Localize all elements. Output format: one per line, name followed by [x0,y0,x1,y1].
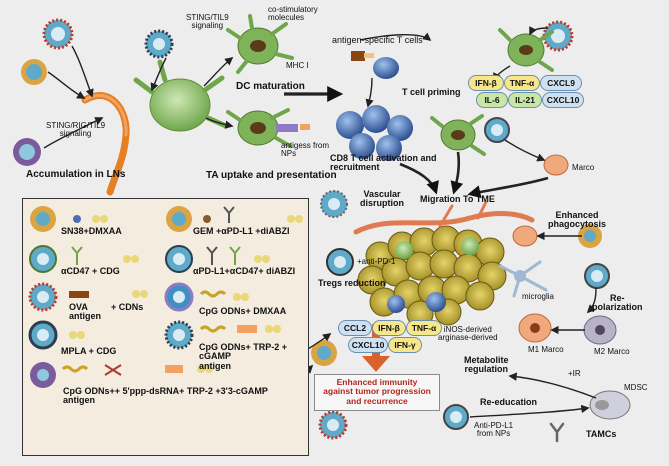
macrophage-icon [543,154,569,176]
cd8-label: CD8 T cell activation and recruitment [330,153,437,173]
antibody-icon [549,422,565,443]
cytokine-cxcl10: CXCL10 [542,92,584,108]
t-priming-label: T cell priming [402,87,461,97]
legend-item-4: αPD-L1+αCD47+ diABZI [193,266,296,276]
mdsc-label: MDSC [624,383,648,392]
metabolite-label: Metabolite regulation [464,355,509,375]
anti-pd1-label: +anti-PD-1 [357,257,396,266]
anti-pdl1-label: Anti-PD-L1 from NPs [474,421,514,439]
ta-uptake-cell-icon [226,108,310,148]
mdsc-icon [589,390,631,420]
m2-macrophage-icon [583,315,617,345]
cytokine-cxcl10-bottom: CXCL10 [348,337,388,353]
dendritic-cell-icon [133,59,229,132]
nanoparticle-icon [144,29,174,59]
outcome-box: Enhanced immunity against tumor progress… [314,374,440,411]
legend-item-6: + CDNs [111,302,144,312]
inos-label: iNOS-derived arginase-derived [438,325,498,343]
nanoparticle-icon [318,410,348,440]
nanoparticle-icon [42,18,74,50]
tumor-mass-icon [357,225,507,328]
cd8-t-cell-cluster-icon [336,105,413,161]
nanoparticle-icon [320,190,348,218]
m1-macrophage-icon [518,313,552,343]
tamcs-label: TAMCs [586,429,617,439]
legend-item-8: MPLA + CDG [61,346,117,356]
dendritic-cell-icon [430,114,486,156]
nanoparticle-icon [542,20,574,52]
nanoparticle-icon [584,263,610,289]
mature-dc-icon [226,14,294,74]
ir-label: +IR [568,369,581,378]
accumulation-label: Accumulation in LNs [26,169,126,180]
microglia-label: microglia [522,292,555,301]
legend-icons [28,206,303,388]
cytokine-ifnb: IFN-β [468,75,504,91]
enhanced-phago-label: Enhanced phagocytosis [548,210,607,230]
t-cell-receptor-icon [351,51,399,79]
legend-item-5: OVA antigen [69,302,102,322]
macrophage-icon [512,224,602,248]
mhc-label: MHC I [286,61,309,70]
microglia-icon [498,260,548,298]
nanoparticle-icon [21,59,47,85]
cytokine-cxcl9: CXCL9 [540,75,582,91]
marco-label: Marco [572,163,595,172]
vascular-label: Vascular disruption [360,189,404,209]
legend-item-9: CpG ODNs+ TRP-2 + cGAMP antigen [199,342,288,371]
migration-label: Migration To TME [420,194,495,204]
legend-panel: SN38+DMXAA GEM +αPD-L1 +diABZI αCD47 + C… [22,198,309,456]
antigen-specific-label: antigen-specific T cells [332,35,423,45]
flow-arrows [43,26,597,418]
cytokine-ifnb-bottom: IFN-β [372,320,406,336]
cytokine-il6: IL-6 [476,92,508,108]
legend-item-1: SN38+DMXAA [61,226,122,236]
nanoparticle-icon [13,138,41,166]
costim-label: co-stimulatory molecules [268,5,318,23]
sting-rig-til9-label: STING/RIG/TIL9 signaling [46,121,106,139]
tregs-label: Tregs reduction [318,278,386,288]
dendritic-cell-icon [498,28,554,72]
cytokine-tnfa: TNF-α [504,75,540,91]
legend-item-7: CpG ODNs+ DMXAA [199,306,287,316]
cytokine-il21: IL-21 [508,92,542,108]
antigens-nps-label: antigess from NPs [281,141,330,159]
m2-label: M2 Marco [594,347,630,356]
cytokine-ifng: IFN-γ [388,337,422,353]
m1-label: M1 Marco [528,345,564,354]
legend-item-2: GEM +αPD-L1 +diABZI [193,226,290,236]
ta-uptake-label: TA uptake and presentation [206,170,337,181]
legend-item-10: CpG ODNs++ 5'ppp-dsRNA+ TRP-2 +3'3-cGAMP… [63,386,268,406]
dc-maturation-label: DC maturation [236,81,305,92]
nanoparticle-icon [484,117,510,143]
cytokine-ccl2: CCL2 [338,320,372,336]
treg-icon [326,248,354,276]
reeducation-label: Re-education [480,397,538,407]
blood-vessel [353,211,535,235]
outcome-text: Enhanced immunity against tumor progress… [323,377,431,406]
repolarization-label: Re- polarization [592,293,643,313]
sting-til9-label: STING/TIL9 signaling [186,13,229,31]
cytokine-tnfa-bottom: TNF-α [406,320,442,336]
legend-item-3: αCD47 + CDG [61,266,120,276]
nanoparticle-icon [443,404,469,430]
nanoparticle-icon [311,340,337,366]
